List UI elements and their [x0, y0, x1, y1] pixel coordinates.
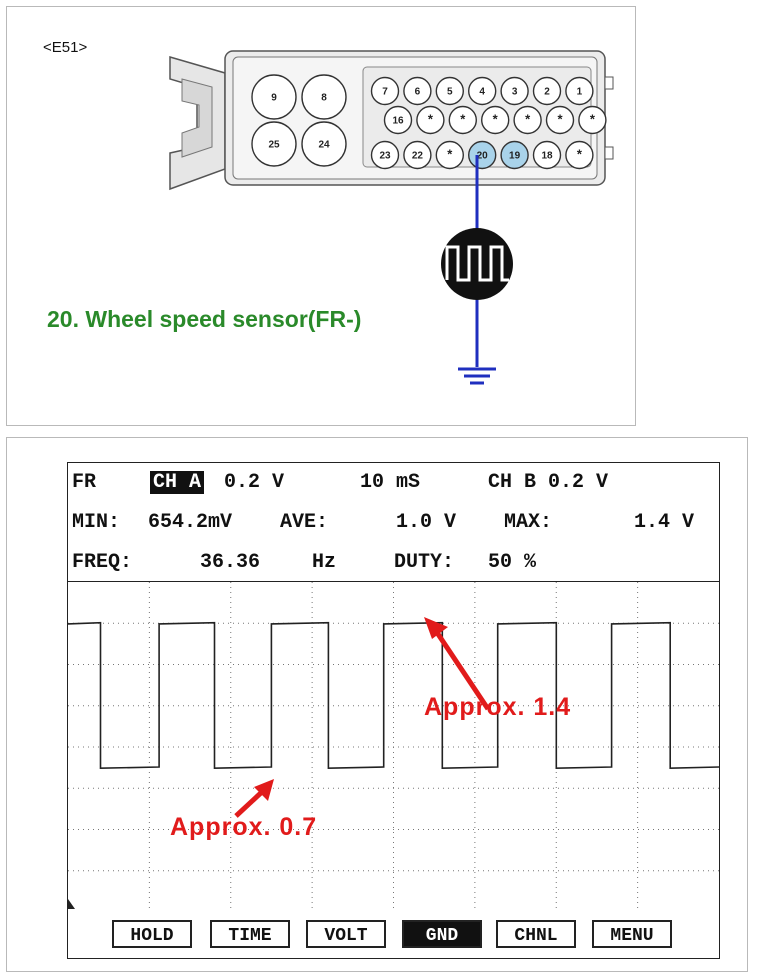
pin-4: 4 — [468, 76, 497, 106]
pin-8: 8 — [301, 74, 347, 120]
pin-blank: * — [481, 105, 510, 135]
pin-label: 3 — [512, 87, 518, 98]
pin-20: 20 — [468, 140, 497, 170]
pin-blank: * — [435, 140, 464, 170]
pin-label: 9 — [271, 93, 277, 104]
square-wave-signal-icon — [441, 228, 513, 300]
channel-a-scale: 0.2 V — [224, 471, 285, 494]
connector-id-label: <E51> — [43, 39, 88, 56]
pin-6: 6 — [403, 76, 432, 106]
channel-a-label[interactable]: CH A — [150, 471, 205, 494]
min-label: MIN: — [72, 511, 121, 534]
gnd-button[interactable]: GND — [402, 920, 482, 948]
pin-label: 18 — [541, 151, 553, 162]
pin-blank: * — [513, 105, 542, 135]
sensor-caption: 20. Wheel speed sensor(FR-) — [47, 306, 362, 332]
header-divider — [68, 581, 719, 582]
plot-grid — [68, 582, 719, 912]
pin-label: 4 — [479, 87, 485, 98]
pin-18: 18 — [532, 140, 562, 170]
freq-unit: Hz — [312, 551, 337, 574]
volt-button[interactable]: VOLT — [306, 920, 386, 948]
pin-label: 22 — [412, 151, 424, 162]
waveform-plot — [68, 582, 719, 912]
pin-label: * — [460, 112, 466, 127]
pin-label: 20 — [477, 151, 489, 162]
freq-label: FREQ: — [72, 551, 133, 574]
pin-label: * — [493, 112, 499, 127]
pin-blank: * — [565, 140, 594, 170]
max-label: MAX: — [504, 511, 553, 534]
pin-7: 7 — [370, 76, 400, 106]
connector-diagram-panel: <E51> 9 8 25 24 7 6 5 4 3 2 1 16 * * * * * * 23 22 * 20 19 18 * — [6, 6, 636, 426]
pin-label: * — [525, 112, 531, 127]
pin-label: 5 — [447, 87, 453, 98]
pin-label: 6 — [415, 87, 421, 98]
pin-2: 2 — [532, 76, 562, 106]
pin-blank: * — [416, 105, 445, 135]
pin-blank: * — [578, 105, 607, 135]
ave-label: AVE: — [280, 511, 329, 534]
chnl-button[interactable]: CHNL — [496, 920, 576, 948]
min-value: 654.2mV — [148, 511, 233, 534]
ground-symbol-icon — [458, 367, 496, 385]
pin-1: 1 — [565, 76, 594, 106]
ave-value: 1.0 V — [396, 511, 457, 534]
pin-23: 23 — [370, 140, 400, 170]
annotation-low: Approx. 0.7 — [170, 813, 318, 841]
channel-b-label: CH B 0.2 V — [488, 471, 609, 494]
ground-marker-icon — [68, 899, 75, 909]
arrow-low-icon — [234, 779, 274, 818]
connector-pins: 9 8 25 24 7 6 5 4 3 2 1 16 * * * * * * 23 22 * 20 19 18 * — [251, 74, 607, 170]
oscilloscope-screen: FR CH A 0.2 V 10 mS CH B 0.2 V MIN: 654.… — [67, 462, 720, 959]
pin-label: 23 — [379, 151, 391, 162]
pin-label: 2 — [544, 87, 550, 98]
max-value: 1.4 V — [634, 511, 695, 534]
timebase-value: 10 mS — [360, 471, 421, 494]
pin-blank: * — [545, 105, 575, 135]
menu-button[interactable]: MENU — [592, 920, 672, 948]
connector-diagram: 9 8 25 24 7 6 5 4 3 2 1 16 * * * * * * 23 22 * 20 19 18 * — [169, 50, 614, 385]
pin-19: 19 — [500, 140, 529, 170]
pin-label: 25 — [268, 140, 280, 151]
freq-value: 36.36 — [200, 551, 261, 574]
pin-label: * — [428, 112, 434, 127]
pin-blank: * — [448, 105, 477, 135]
probe-label: FR — [72, 471, 97, 494]
pin-label: * — [590, 112, 596, 127]
pin-22: 22 — [403, 140, 432, 170]
pin-24: 24 — [301, 121, 347, 167]
oscilloscope-panel: FR CH A 0.2 V 10 mS CH B 0.2 V MIN: 654.… — [6, 437, 748, 972]
pin-25: 25 — [251, 121, 297, 167]
pin-label: * — [577, 147, 583, 162]
pin-label: 24 — [318, 140, 330, 151]
arrow-high-icon — [424, 617, 491, 711]
pin-label: 16 — [392, 116, 404, 127]
duty-value: 50 % — [488, 551, 537, 574]
pin-label: 7 — [382, 87, 388, 98]
pin-5: 5 — [435, 76, 464, 106]
pin-3: 3 — [500, 76, 529, 106]
pin-label: 1 — [577, 87, 583, 98]
waveform-trace — [68, 621, 719, 770]
time-button[interactable]: TIME — [210, 920, 290, 948]
pin-label: 8 — [321, 93, 327, 104]
annotation-high: Approx. 1.4 — [424, 693, 572, 721]
hold-button[interactable]: HOLD — [112, 920, 192, 948]
pin-label: * — [557, 112, 563, 127]
pin-label: * — [447, 147, 453, 162]
pin-16: 16 — [383, 105, 413, 135]
duty-label: DUTY: — [394, 551, 455, 574]
pin-9: 9 — [251, 74, 297, 120]
pin-label: 19 — [509, 151, 521, 162]
